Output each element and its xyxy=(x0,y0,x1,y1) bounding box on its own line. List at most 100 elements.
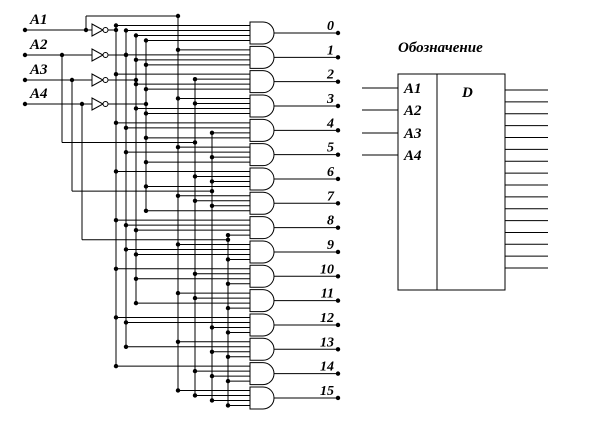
junction-dot xyxy=(209,154,215,160)
junction-dot xyxy=(123,247,129,252)
and-gate xyxy=(249,264,275,288)
junction-dot xyxy=(133,300,139,306)
input-label: A3 xyxy=(29,62,48,78)
output-label: 13 xyxy=(320,335,334,350)
output-label: 7 xyxy=(327,189,335,204)
junction-dot xyxy=(143,101,149,107)
junction-dot xyxy=(113,315,119,320)
junction-dot xyxy=(209,325,215,330)
output-label: 5 xyxy=(327,141,334,156)
input-terminal-dot xyxy=(22,77,28,83)
and-gate xyxy=(249,45,275,69)
junction-dot xyxy=(113,23,119,28)
output-label: 10 xyxy=(320,262,334,277)
junction-dot xyxy=(175,339,181,344)
and-gate xyxy=(249,240,275,264)
output-terminal-dot xyxy=(335,371,341,376)
junction-dot xyxy=(209,398,215,403)
junction-dot xyxy=(143,111,149,116)
junction-dot xyxy=(175,96,181,101)
junction-dot xyxy=(113,120,119,126)
branch-dot xyxy=(79,101,85,107)
and-gate xyxy=(249,313,275,337)
output-terminal-dot xyxy=(335,152,341,157)
junction-dot xyxy=(143,135,149,141)
junction-dot xyxy=(113,27,119,33)
junction-dot xyxy=(209,188,215,194)
output-terminal-dot xyxy=(335,201,341,206)
input-label: A4 xyxy=(29,86,48,102)
and-gate xyxy=(249,118,275,142)
junction-dot xyxy=(133,276,139,281)
junction-dot xyxy=(192,368,198,374)
output-terminal-dot xyxy=(335,347,341,352)
output-terminal-dot xyxy=(335,298,341,303)
junction-dot xyxy=(192,101,198,106)
output-terminal-dot xyxy=(335,322,341,328)
junction-dot xyxy=(192,295,198,301)
junction-dot xyxy=(192,198,198,204)
output-terminal-dot xyxy=(335,55,341,60)
output-label: 12 xyxy=(320,311,334,326)
symbol-input-label: A3 xyxy=(403,126,422,142)
output-label: 4 xyxy=(326,116,334,131)
junction-dot xyxy=(192,140,198,145)
junction-dot xyxy=(143,208,149,214)
junction-dot xyxy=(192,174,198,179)
output-terminal-dot xyxy=(335,128,341,133)
and-gate xyxy=(249,289,275,313)
junction-dot xyxy=(143,86,149,92)
output-terminal-dot xyxy=(335,249,341,255)
junction-dot xyxy=(123,125,129,131)
junction-dot xyxy=(123,149,129,155)
junction-dot xyxy=(175,242,181,247)
junction-dot xyxy=(133,33,139,38)
branch-dot xyxy=(83,27,89,33)
branch-dot xyxy=(69,77,75,83)
output-label: 1 xyxy=(327,43,334,58)
inverter xyxy=(91,48,105,62)
junction-dot xyxy=(123,52,129,58)
inverter-bubble xyxy=(102,77,109,83)
junction-dot xyxy=(143,184,149,189)
input-terminal-dot xyxy=(22,101,28,107)
branch-dot xyxy=(59,52,65,58)
junction-dot xyxy=(113,71,119,77)
and-gate xyxy=(249,94,275,118)
symbol-input-label: A1 xyxy=(403,81,422,97)
junction-dot xyxy=(175,144,181,150)
symbol-input-label: A4 xyxy=(403,148,422,164)
symbol-type-label: D xyxy=(461,85,473,101)
output-terminal-dot xyxy=(335,79,341,84)
gates-group xyxy=(91,21,275,410)
junction-dot xyxy=(175,193,181,199)
junction-dot xyxy=(143,62,149,68)
output-terminal-dot xyxy=(335,176,341,182)
junction-dot xyxy=(192,393,198,398)
junction-dot xyxy=(113,363,119,369)
output-label: 8 xyxy=(327,214,334,229)
junction-dot xyxy=(209,373,215,379)
junction-dots-group xyxy=(22,13,341,408)
junction-dot xyxy=(133,81,139,87)
junction-dot xyxy=(192,76,198,82)
junction-dot xyxy=(133,227,139,233)
junction-dot xyxy=(225,354,231,359)
junction-dot xyxy=(225,403,231,408)
junction-dot xyxy=(209,349,215,354)
junction-dot xyxy=(175,47,181,53)
junction-dot xyxy=(225,232,231,238)
output-terminal-dot xyxy=(335,103,341,109)
inverter xyxy=(91,73,105,87)
junction-dot xyxy=(123,222,129,228)
output-terminal-dot xyxy=(335,30,341,36)
junction-dot xyxy=(113,217,119,223)
junction-dot xyxy=(209,203,215,209)
junction-dot xyxy=(123,344,129,349)
output-label: 2 xyxy=(326,68,334,83)
output-label: 11 xyxy=(321,287,334,302)
and-gate xyxy=(249,143,275,167)
output-label: 6 xyxy=(327,165,334,180)
